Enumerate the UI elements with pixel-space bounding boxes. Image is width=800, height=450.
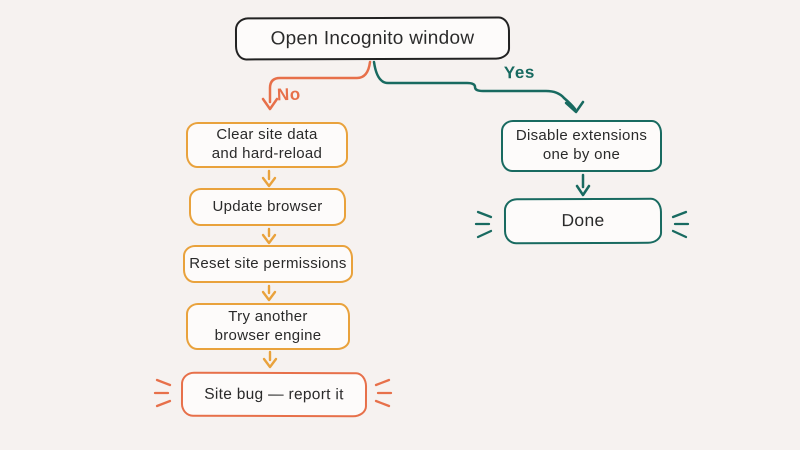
node-label: Site bug — report it <box>204 385 344 404</box>
arrow-down-icon <box>262 350 278 369</box>
edge-label-no: No <box>276 84 301 105</box>
node-try-another-browser-engine: Try another browser engine <box>186 303 350 350</box>
node-label: Disable extensions one by one <box>515 127 648 163</box>
node-clear-site-data: Clear site data and hard-reload <box>186 122 348 168</box>
node-label: Reset site permissions <box>189 254 347 272</box>
node-label: Clear site data and hard-reload <box>211 126 323 162</box>
arrow-down-icon <box>261 169 277 188</box>
node-label: Open Incognito window <box>270 27 475 49</box>
node-reset-site-permissions: Reset site permissions <box>183 245 353 283</box>
arrow-down-icon <box>261 227 277 245</box>
node-site-bug-report-it: Site bug — report it <box>180 371 368 418</box>
node-label: Try another browser engine <box>214 307 322 344</box>
node-label: Update browser <box>212 197 323 215</box>
arrow-down-icon <box>261 284 277 302</box>
yes-step-arrows <box>575 173 591 197</box>
node-open-incognito-window: Open Incognito window <box>234 16 511 61</box>
node-done: Done <box>503 197 663 245</box>
node-disable-extensions: Disable extensions one by one <box>501 120 662 172</box>
edge-label-yes: Yes <box>503 62 536 83</box>
node-update-browser: Update browser <box>189 188 346 226</box>
no-branch-arrowhead-icon <box>261 97 279 111</box>
yes-branch-connector <box>372 60 585 114</box>
arrow-down-icon <box>575 173 591 197</box>
yes-branch-arrowhead-icon <box>564 100 585 114</box>
node-label: Done <box>561 209 605 231</box>
